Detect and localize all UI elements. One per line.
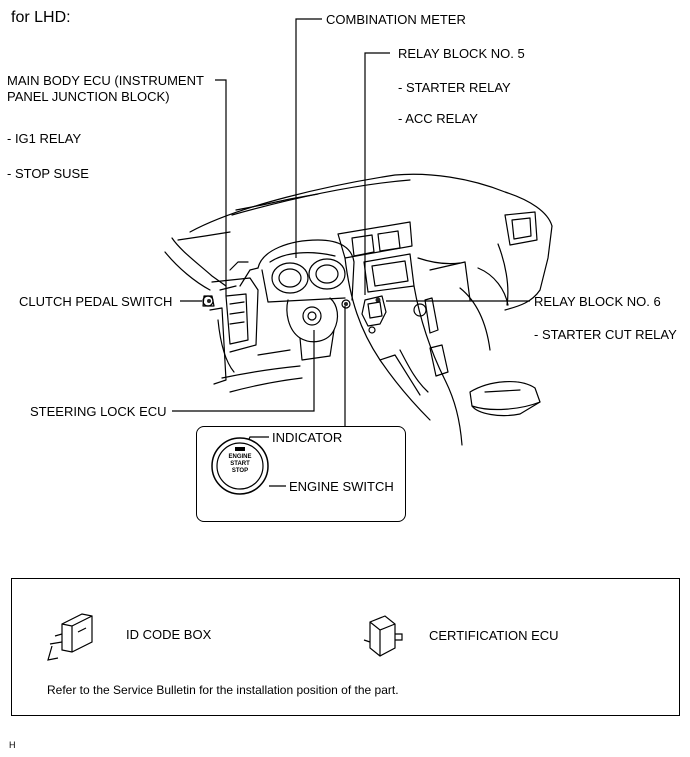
label-id-code-box: ID CODE BOX — [126, 627, 212, 642]
leader-steering-lock-ecu — [172, 330, 315, 412]
label-acc-relay: - ACC RELAY — [398, 111, 478, 126]
label-clutch-pedal-switch: CLUTCH PEDAL SWITCH — [19, 294, 173, 309]
label-ig1-relay: - IG1 RELAY — [7, 131, 82, 146]
label-main-body-ecu-line2: PANEL JUNCTION BLOCK) — [7, 89, 170, 104]
label-main-body-ecu-line1: MAIN BODY ECU (INSTRUMENT — [7, 73, 204, 88]
label-stop-suse: - STOP SUSE — [7, 166, 89, 181]
label-engine-switch: ENGINE SWITCH — [289, 479, 394, 494]
note-text: Refer to the Service Bulletin for the in… — [47, 683, 399, 697]
label-indicator: INDICATOR — [272, 430, 343, 445]
label-certification-ecu: CERTIFICATION ECU — [429, 628, 559, 643]
certification-ecu-icon — [363, 615, 403, 657]
button-text-line3: STOP — [231, 468, 249, 474]
label-starter-relay: - STARTER RELAY — [398, 80, 511, 95]
label-relay-block-6: RELAY BLOCK NO. 6 — [534, 294, 661, 309]
id-code-box-icon — [47, 613, 93, 661]
engine-start-stop-text: ENGINE START STOP — [220, 454, 260, 475]
leader-combination-meter — [295, 18, 322, 258]
label-starter-cut-relay: - STARTER CUT RELAY — [534, 327, 677, 342]
label-relay-block-5: RELAY BLOCK NO. 5 — [398, 46, 525, 61]
cluster-hood — [257, 239, 355, 301]
engine-start-button-drawing — [211, 437, 269, 495]
engine-switch-inset — [196, 426, 406, 522]
leader-relay-block-5 — [364, 52, 390, 295]
label-steering-lock-ecu: STEERING LOCK ECU — [30, 404, 167, 419]
diagram-title: for LHD: — [11, 9, 71, 26]
button-text-line1: ENGINE — [228, 454, 252, 460]
button-text-line2: START — [230, 461, 250, 467]
leader-main-body-ecu — [215, 79, 227, 296]
label-combination-meter: COMBINATION METER — [326, 12, 466, 27]
footer-code: H — [9, 740, 16, 750]
note-box — [11, 578, 680, 716]
dash-top-outline — [189, 173, 553, 233]
